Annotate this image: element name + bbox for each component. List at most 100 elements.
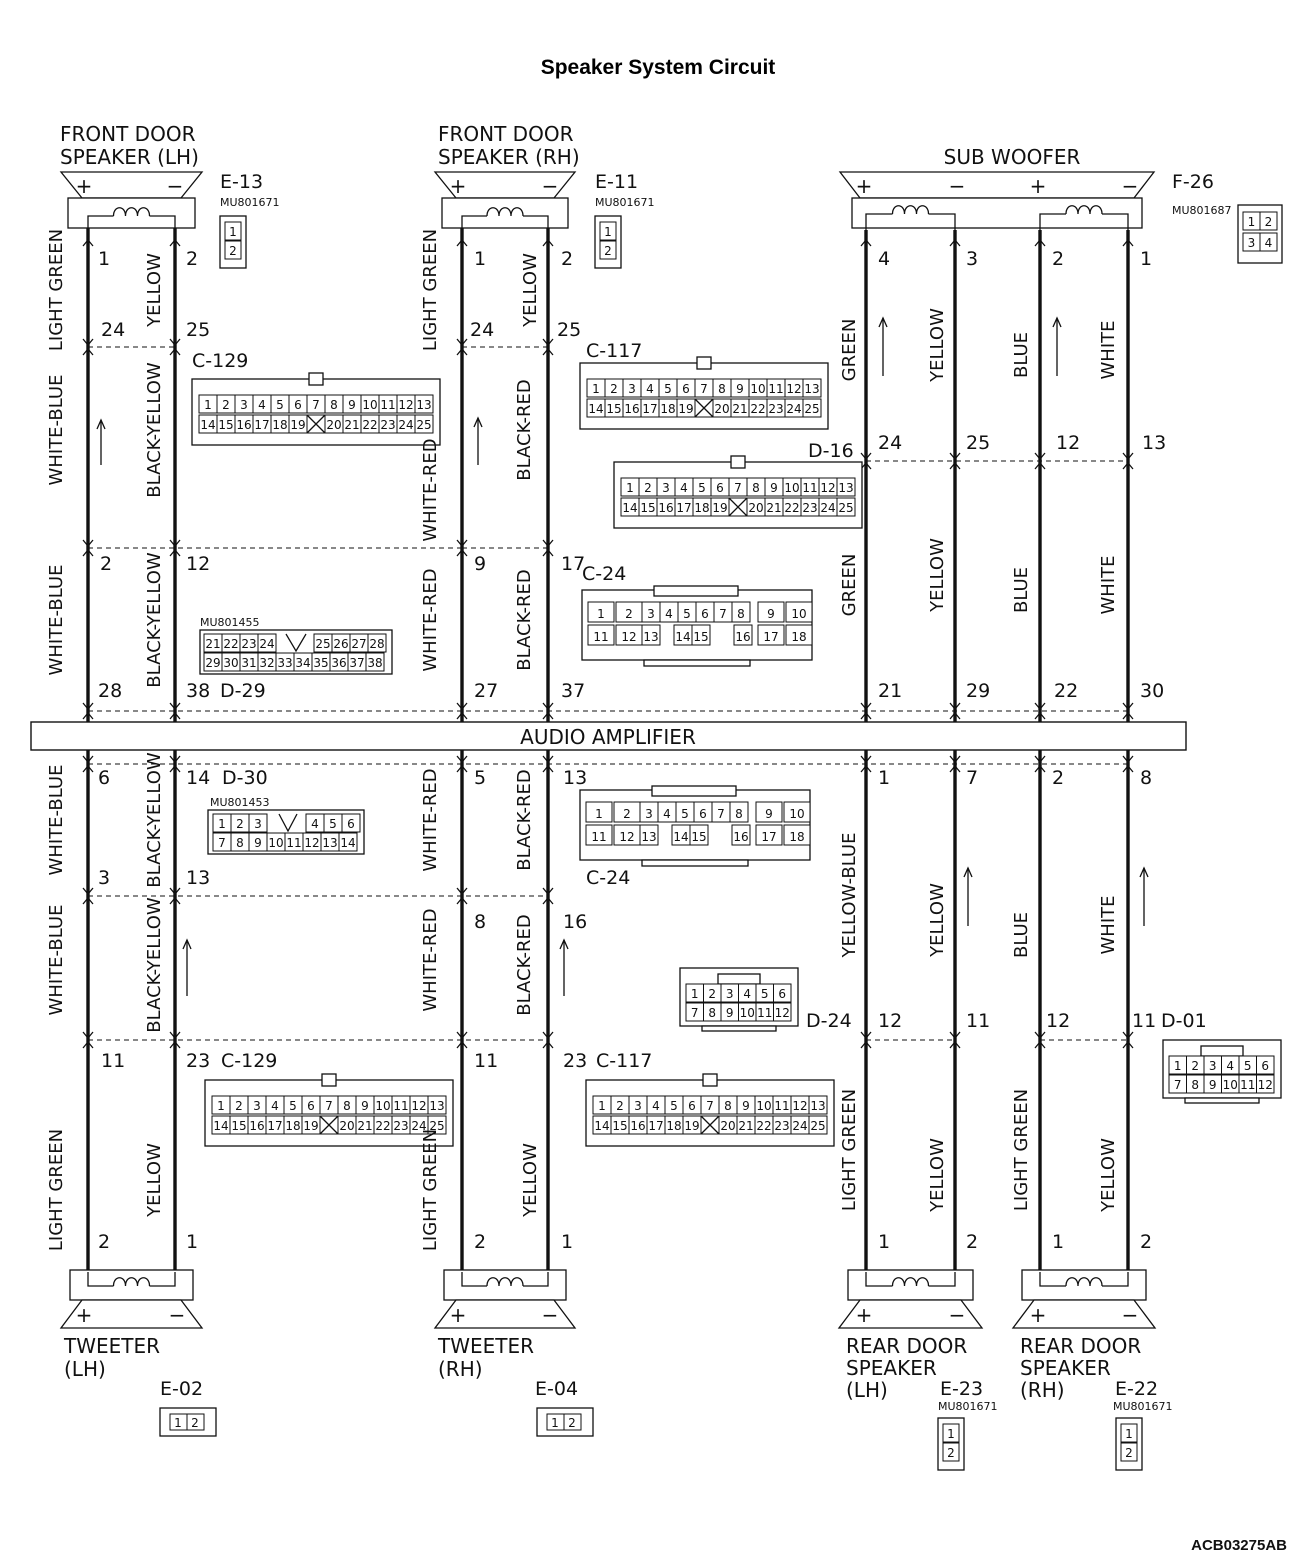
blank-cell-icon [694,398,714,418]
pin-number: 14 [588,402,603,416]
connector-id-d24: D-24 [806,1010,852,1032]
pin-number: 2 [610,382,618,396]
pin-number: 11 [380,398,395,412]
amp-out-chevron [1122,755,1134,764]
pin-number: 7 [691,1006,699,1020]
connector-cell [729,801,749,823]
front-lh-name: SPEAKER (LH) [60,145,199,169]
pin-label: 11 [1132,1010,1156,1032]
sw-d16-chevron [1034,452,1046,461]
polarity-sign: + [450,1303,467,1327]
connector-latch [702,1073,718,1087]
pin-label: 1 [1140,248,1152,270]
fl-d29-in-chevron [456,548,468,557]
pin-number: 18 [791,630,806,644]
pin-number: 20 [748,501,763,515]
pin-number: 21 [738,1119,753,1133]
pin-number: 33 [277,656,292,670]
pin-number: 22 [750,402,765,416]
pin-label: 28 [98,680,122,702]
wire-color-label: YELLOW [927,538,948,613]
pin-label: 25 [186,319,210,341]
coil-lead [1102,1272,1129,1287]
pin-number: 21 [766,501,781,515]
pin-number: 12 [792,1099,807,1113]
pin-number: 5 [683,607,691,621]
connector-latch [717,973,761,985]
connector-cell [639,824,659,846]
coil-lead [149,1272,176,1287]
pin-number: 20 [339,1119,354,1133]
pin-number: 19 [684,1119,699,1133]
wire-color-label: YELLOW [520,253,541,328]
wire-color-label: WHITE-BLUE [46,765,67,876]
pin-number: 4 [665,607,673,621]
connector-cell [773,983,792,1003]
pin-label: 1 [186,1231,198,1253]
pin-label: 13 [1142,432,1166,454]
pin-label: 11 [474,1050,498,1072]
diagram-title: Speaker System Circuit [541,56,776,79]
pin-label: 2 [561,248,573,270]
amp-in-chevron [949,702,961,711]
wire-color-label: BLACK-RED [514,379,535,481]
polarity-sign: + [856,174,873,198]
speaker-cone-icon [838,171,1156,199]
pin-number: 2 [229,244,237,258]
tweeter-c129-chevron [82,1031,94,1040]
wire-color-label: YELLOW [927,1138,948,1213]
pin-label: 3 [98,867,110,889]
tweeter-mid-chevron [456,896,468,905]
pin-number: 9 [767,607,775,621]
wire-color-label: WHITE-RED [420,568,441,671]
pin-number: 12 [621,630,636,644]
connector-cell [757,624,785,646]
coil-lead [523,215,549,230]
pin-number: 2 [1125,1446,1133,1460]
amp-in-chevron [542,711,554,720]
connector-cell [773,1002,792,1022]
pin-number: 2 [616,1099,624,1113]
pin-number: 9 [765,807,773,821]
tweeter-mid-chevron [456,887,468,896]
pin-number: 1 [947,1427,955,1441]
tweeter-mid-chevron [542,887,554,896]
connector-cell [802,378,822,398]
connector-cell [836,477,856,497]
pin-number: 8 [735,807,743,821]
pin-number: 1 [626,481,634,495]
wire-color-label: WHITE-BLUE [46,905,67,1016]
arrow-head-icon [96,418,106,430]
pin-number: 24 [820,501,835,515]
fr-c117-chevron [542,338,554,347]
speaker-rear-lh [837,1269,984,1329]
pin-number: 18 [272,418,287,432]
reference-code: ACB03275AB [1191,1537,1287,1554]
coil-lead [928,213,956,230]
connector-cell [341,813,361,833]
pin-number: 25 [416,418,431,432]
fl-d29-in-chevron [169,539,181,548]
amp-in-chevron [456,711,468,720]
arrow-head-icon [559,938,569,950]
tweeter-lh-name: (LH) [64,1357,106,1381]
pin-number: 9 [736,382,744,396]
pin-number: 1 [174,1416,182,1430]
connector-cell [563,1413,582,1431]
pin-number: 8 [708,1006,716,1020]
pin-number: 15 [218,418,233,432]
fl-d29-in-chevron [82,539,94,548]
amp-out-chevron [456,755,468,764]
pin-number: 2 [191,1416,199,1430]
pin-number: 37 [349,656,364,670]
connector-cell [587,601,615,623]
pin-label: 24 [470,319,494,341]
pin-number: 17 [761,830,776,844]
wire-color-label: LIGHT GREEN [46,229,67,351]
pin-number: 24 [786,402,801,416]
polarity-sign: − [169,1303,186,1327]
